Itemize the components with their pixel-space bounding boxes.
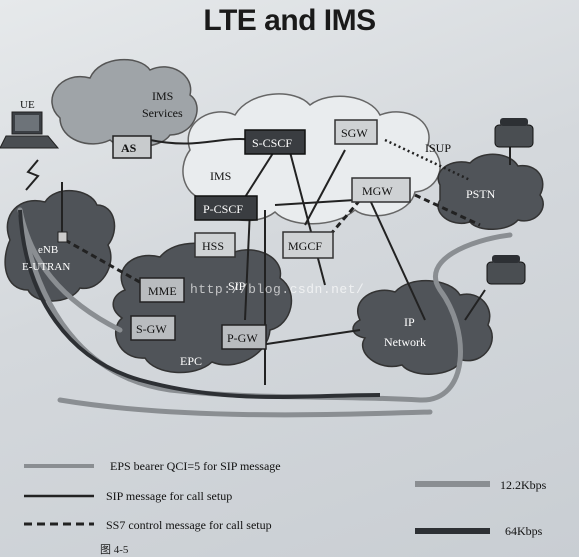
ims-services-label: Services [142, 106, 183, 120]
p-gw-box [221, 324, 267, 350]
ip-network-label: Network [384, 335, 426, 349]
p-cscf-box [194, 195, 258, 221]
s-cscf-box [244, 129, 306, 155]
watermark-text: http://blog.csdn.net/ [190, 282, 365, 297]
mme-box [139, 277, 185, 303]
s-gw-label: S-GW [136, 322, 167, 336]
64k-lines [18, 209, 381, 399]
p-cscf-label: P-CSCF [203, 202, 243, 216]
diagram-title: LTE and IMS [203, 4, 376, 37]
laptop-icon [0, 111, 60, 149]
mgcf-box [282, 231, 334, 259]
isup-line [384, 138, 471, 182]
legend-ss7-label: SS7 control message for call setup [106, 518, 272, 532]
sgw-label: SGW [341, 126, 368, 140]
sip-lines [149, 137, 511, 385]
enb-label: eNB [38, 244, 58, 256]
legend-eps-label: EPS bearer QCI=5 for SIP message [110, 459, 281, 473]
ims-services-cloud [51, 58, 198, 148]
as-box [112, 135, 152, 159]
telephone-icon [486, 255, 526, 285]
lightning-icon [25, 159, 40, 191]
hss-box [194, 232, 236, 258]
hss-label: HSS [202, 239, 224, 253]
legend-12k-label: 12.2Kbps [500, 478, 547, 492]
antenna-icon [57, 182, 68, 243]
mme-label: MME [148, 284, 177, 298]
ims-services-label: IMS [152, 89, 173, 103]
pstn-label: PSTN [466, 187, 496, 201]
mgcf-label: MGCF [288, 239, 322, 253]
s-cscf-label: S-CSCF [252, 136, 292, 150]
sip-label: SIP [228, 279, 246, 293]
s-gw-box [130, 315, 176, 341]
legend-sip-label: SIP message for call setup [106, 489, 233, 503]
sgw-top-box [334, 119, 378, 145]
mgw-label: MGW [362, 184, 393, 198]
ip-network-cloud [352, 280, 493, 375]
isup-label: ISUP [425, 141, 451, 155]
e-utran-label: E-UTRAN [22, 261, 70, 273]
pstn-cloud [437, 153, 544, 230]
mgw-box [351, 177, 411, 203]
telephone-icon [494, 118, 534, 148]
ue-label: UE [20, 99, 35, 111]
legend-64k-label: 64Kbps [505, 524, 543, 538]
ip-label: IP [404, 315, 415, 329]
figure-caption: 图 4-5 [100, 544, 129, 556]
ss7-lines [64, 193, 481, 287]
p-gw-label: P-GW [227, 331, 258, 345]
as-label: AS [121, 141, 137, 155]
epc-label: EPC [180, 354, 202, 368]
ims-label: IMS [210, 169, 231, 183]
